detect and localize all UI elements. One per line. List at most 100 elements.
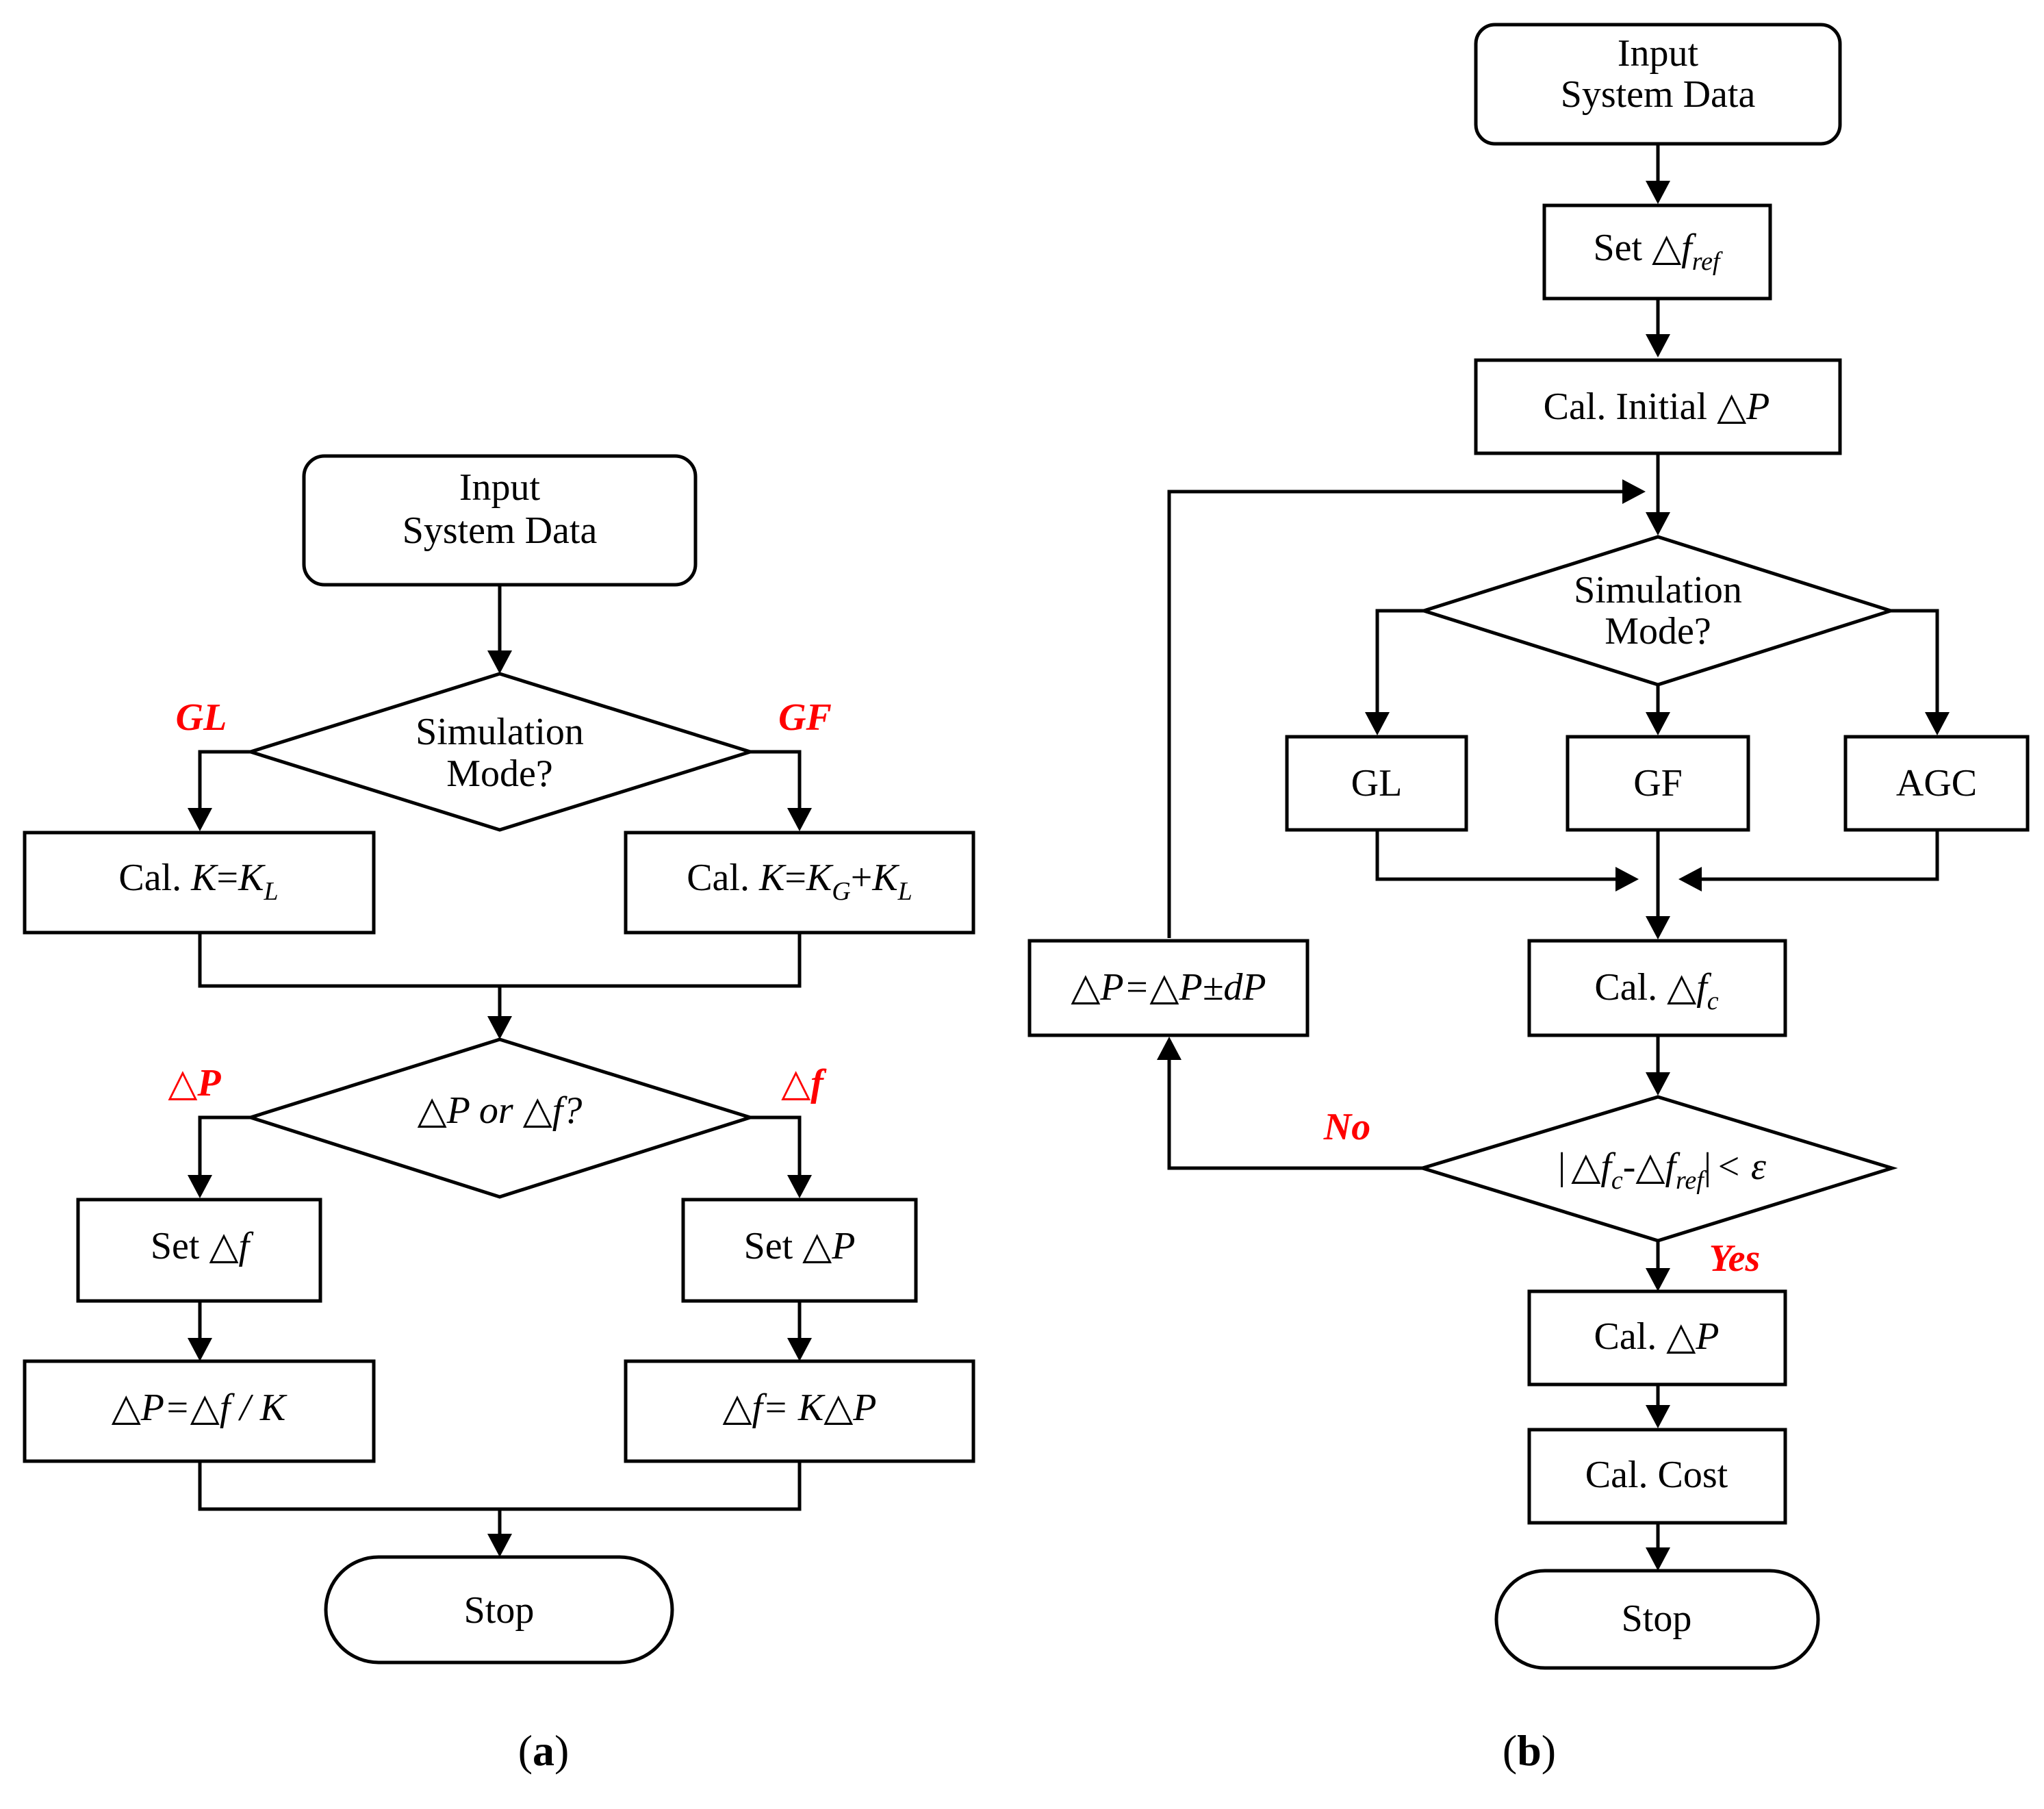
- b-caption-close: ): [1542, 1726, 1556, 1775]
- a-arrowhead: [787, 808, 812, 831]
- b-cal-initial-box: [1474, 358, 1842, 455]
- b-arrowhead: [1646, 181, 1670, 204]
- b-cal-fc-sub: c: [1707, 987, 1719, 1015]
- a-k: K: [758, 857, 787, 899]
- b-arrowhead: [1646, 1547, 1670, 1571]
- b-arrowhead: [1622, 479, 1646, 504]
- a-caption-open: (: [518, 1726, 533, 1775]
- a-caption: (a): [518, 1726, 570, 1775]
- a-mode-decision: [244, 672, 756, 832]
- b-line-agc: [1891, 609, 1939, 729]
- b-agc-text: AGC: [1896, 762, 1977, 805]
- a-dp: △P: [418, 1089, 470, 1132]
- a-dp-df-text: △P or △f?: [418, 1089, 583, 1132]
- a-cal-prefix: Cal.: [687, 857, 759, 899]
- b-cal-dp-text: Cal. △P: [1594, 1315, 1719, 1358]
- a-input-line2: System Data: [403, 509, 598, 552]
- b-set-var: △f: [1652, 227, 1697, 269]
- b-stop-text: Stop: [1622, 1597, 1692, 1640]
- a-arrowhead: [787, 1338, 812, 1361]
- a-arrowhead: [188, 1175, 212, 1198]
- a-stop-terminator: [324, 1555, 674, 1665]
- b-arrowhead: [1925, 712, 1950, 735]
- a-set-df-box: [76, 1198, 322, 1303]
- a-eq: =: [784, 857, 806, 899]
- b-check-bar-right: |: [1704, 1146, 1711, 1188]
- b-agc-box: [1843, 735, 2030, 832]
- b-arrowhead: [1646, 916, 1670, 939]
- a-eq-right-text: △f= K△P: [722, 1387, 876, 1429]
- b-caption: (b): [1503, 1726, 1556, 1775]
- b-arrowhead: [1646, 1268, 1670, 1291]
- b-label-no: No: [1323, 1106, 1370, 1148]
- a-label-gf: GF: [778, 696, 832, 739]
- b-check-bar-left: |: [1558, 1146, 1566, 1188]
- b-set-prefix: Set: [1594, 227, 1652, 269]
- a-arrowhead: [787, 1175, 812, 1198]
- b-caption-letter: b: [1517, 1726, 1542, 1775]
- b-check-lt: < ε: [1715, 1146, 1767, 1188]
- b-arrowhead: [1646, 1072, 1670, 1096]
- b-check-text: |△fc-△fref|< ε: [1558, 1146, 1767, 1195]
- a-k: K: [190, 857, 218, 899]
- b-input-line2: System Data: [1561, 73, 1756, 116]
- b-merge-agc: [1696, 830, 1939, 881]
- b-gf-box: [1566, 735, 1750, 832]
- b-cal-initial-prefix: Cal. Initial: [1544, 385, 1717, 428]
- a-line-gl: [198, 750, 251, 826]
- a-caption-letter: a: [533, 1726, 554, 1775]
- a-merge-line-2: [198, 1461, 802, 1511]
- a-label-gl: GL: [176, 696, 227, 739]
- b-merge-gl: [1375, 830, 1621, 881]
- b-gl-box: [1285, 735, 1468, 832]
- a-arrowhead: [487, 650, 512, 674]
- a-mode-line1: Simulation: [416, 711, 584, 753]
- b-stop-terminator: [1494, 1569, 1820, 1670]
- b-set-fref-box: [1542, 203, 1772, 301]
- a-merge-line-1: [198, 933, 802, 988]
- a-cal-k-right-text: Cal. K=KG+KL: [687, 857, 912, 906]
- a-mode-line2: Mode?: [446, 752, 553, 795]
- a-q: ?: [563, 1089, 582, 1132]
- b-cal-initial-text: Cal. Initial △P: [1544, 385, 1770, 428]
- a-line-dp: [198, 1115, 251, 1194]
- a-input-line1: Input: [459, 466, 541, 509]
- b-check-minus: -: [1623, 1146, 1636, 1188]
- b-cal-fc-text: Cal. △fc: [1594, 966, 1718, 1015]
- b-check-b-sub: ref: [1676, 1166, 1707, 1195]
- a-arrowhead: [487, 1534, 512, 1557]
- a-caption-close: ): [554, 1726, 569, 1775]
- a-kl: K: [238, 857, 266, 899]
- b-arrowhead: [1365, 712, 1390, 735]
- b-arrowhead: [1615, 867, 1639, 891]
- a-kg-sub: G: [832, 877, 850, 906]
- a-line-gf: [750, 750, 802, 826]
- a-set-prefix: Set: [151, 1225, 209, 1267]
- a-set-df-text: Set △f: [151, 1225, 255, 1267]
- b-cal-cost-text: Cal. Cost: [1585, 1454, 1728, 1496]
- b-arrowhead: [1646, 512, 1670, 535]
- a-set-dp-text: Set △P: [744, 1225, 856, 1267]
- a-arrowhead: [188, 1338, 212, 1361]
- b-update-text: △P=△P±dP: [1071, 966, 1266, 1009]
- b-line-gl: [1375, 609, 1424, 729]
- a-stop-text: Stop: [464, 1589, 535, 1632]
- a-label-df: △f: [781, 1062, 827, 1104]
- b-cal-cost-box: [1527, 1428, 1787, 1525]
- b-cal-fc-prefix: Cal.: [1594, 966, 1667, 1009]
- b-check-b: △f: [1635, 1146, 1681, 1188]
- b-arrowhead: [1157, 1037, 1181, 1060]
- a-dp-df-decision: [244, 1037, 756, 1199]
- a-arrowhead: [188, 808, 212, 831]
- b-arrowhead: [1646, 712, 1670, 735]
- b-arrowhead: [1646, 1405, 1670, 1428]
- b-check-a-sub: c: [1611, 1166, 1623, 1195]
- a-arrowhead: [487, 1016, 512, 1039]
- a-set-var: △P: [802, 1225, 855, 1267]
- b-update-box: [1027, 939, 1310, 1037]
- panel-b: Input System Data Set △fref Cal. Initial…: [1027, 23, 2030, 1775]
- a-plus: +: [851, 857, 873, 899]
- b-cal-fc-var: △f: [1667, 966, 1712, 1009]
- b-caption-open: (: [1503, 1726, 1517, 1775]
